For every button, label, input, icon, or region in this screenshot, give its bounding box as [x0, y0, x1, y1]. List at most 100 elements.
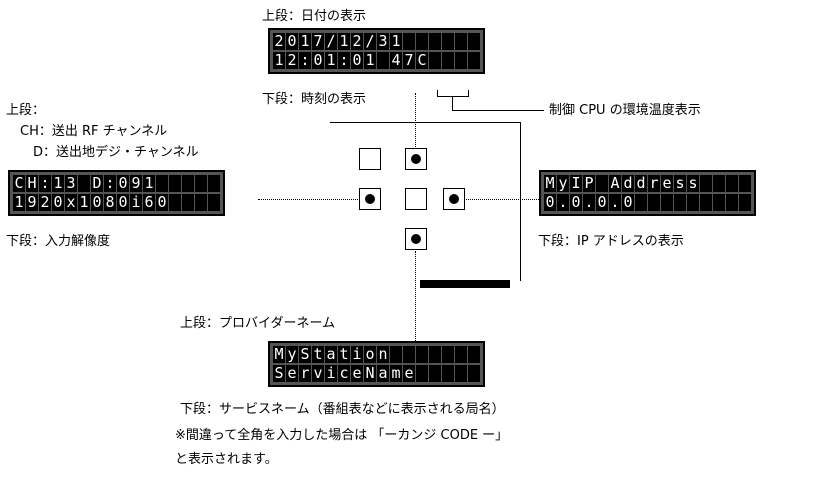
lcd-char-cell: H — [26, 175, 38, 192]
lcd-char-cell — [455, 365, 467, 382]
lcd-char-cell — [468, 365, 480, 382]
lcd-char-cell — [429, 33, 441, 50]
lcd-char-cell: e — [403, 365, 415, 382]
lcd-char-cell — [416, 346, 428, 363]
lcd-char-cell: : — [39, 175, 51, 192]
lcd-char-cell: 2 — [351, 33, 363, 50]
lcd-char-cell: o — [364, 346, 376, 363]
lcd-char-cell — [635, 194, 647, 211]
lcd-char-cell: 2 — [39, 194, 51, 211]
lcd-char-cell: S — [299, 346, 311, 363]
lcd-char-cell: A — [609, 175, 621, 192]
lcd-char-cell — [442, 33, 454, 50]
connector-right — [466, 199, 539, 200]
lcd-char-cell: 1 — [143, 175, 155, 192]
lcd-char-cell: 1 — [338, 33, 350, 50]
lcd-char-cell: 1 — [390, 33, 402, 50]
lcd-char-cell: : — [299, 52, 311, 69]
lcd-char-cell: s — [674, 175, 686, 192]
lcd-char-cell: M — [544, 175, 556, 192]
lcd-char-cell — [403, 33, 415, 50]
lcd-char-cell: e — [286, 365, 298, 382]
lcd-char-cell: c — [338, 365, 350, 382]
temperature-label: 制御 CPU の環境温度表示 — [549, 103, 701, 118]
lcd-char-cell: 0 — [312, 52, 324, 69]
lcd-char-cell — [713, 175, 725, 192]
lcd-char-cell: D — [91, 175, 103, 192]
lcd-char-cell — [182, 175, 194, 192]
lcd-char-cell: s — [687, 175, 699, 192]
lcd-char-cell: 1 — [52, 175, 64, 192]
lcd-char-cell: 0 — [91, 194, 103, 211]
top-lcd-upper-label: 上段：日付の表示 — [262, 9, 367, 24]
connector-up — [415, 93, 416, 149]
lcd-char-cell: C — [13, 175, 25, 192]
lcd-char-cell — [713, 194, 725, 211]
lcd-char-cell — [739, 175, 751, 192]
lcd-char-cell: 0 — [117, 175, 129, 192]
lcd-char-cell — [700, 175, 712, 192]
lcd-char-cell: : — [338, 52, 350, 69]
lcd-char-cell: e — [661, 175, 673, 192]
lcd-char-cell: a — [377, 365, 389, 382]
lcd-char-cell — [416, 33, 428, 50]
temp-leader-vertical — [452, 96, 453, 110]
left-button — [359, 188, 381, 210]
lcd-char-cell: r — [299, 365, 311, 382]
lcd-char-cell: 0 — [570, 194, 582, 211]
lcd-char-cell — [195, 194, 207, 211]
bottom-lcd-upper-label: 上段：プロバイダーネーム — [180, 316, 336, 331]
lcd-char-cell: i — [325, 365, 337, 382]
lcd-char-cell: . — [609, 194, 621, 211]
lcd-char-cell: 1 — [325, 52, 337, 69]
top-lcd-lower-label: 下段：時刻の表示 — [262, 92, 367, 107]
lcd-char-cell — [208, 175, 220, 192]
lcd-char-cell: 0 — [351, 52, 363, 69]
lcd-char-cell — [661, 194, 673, 211]
lcd-char-cell: d — [622, 175, 634, 192]
lcd-char-cell — [674, 194, 686, 211]
lcd-char-cell — [195, 175, 207, 192]
lcd-char-cell — [156, 175, 168, 192]
lcd-char-cell — [455, 33, 467, 50]
lcd-char-cell: 2 — [286, 52, 298, 69]
zenkaku-warning-line-2: と表示されます。 — [175, 452, 278, 467]
lcd-char-cell: . — [557, 194, 569, 211]
lcd-char-cell — [468, 52, 480, 69]
lcd-char-cell: 0 — [52, 194, 64, 211]
lcd-char-cell — [455, 52, 467, 69]
lcd-char-cell — [390, 346, 402, 363]
lcd-char-cell: t — [338, 346, 350, 363]
lcd-char-cell: t — [312, 346, 324, 363]
left-lcd-lower-label: 下段：入力解像度 — [6, 234, 111, 249]
lcd-char-cell — [739, 194, 751, 211]
lcd-char-cell — [169, 194, 181, 211]
lcd-char-cell: 0 — [544, 194, 556, 211]
connector-left — [258, 199, 360, 200]
top-left-button — [359, 148, 381, 170]
lcd-char-cell: 1 — [13, 194, 25, 211]
lcd-char-cell: / — [364, 33, 376, 50]
left-lcd-d-description: D：送出地デジ・チャンネル — [33, 145, 199, 160]
lcd-char-cell: 3 — [65, 175, 77, 192]
lcd-char-cell — [442, 365, 454, 382]
lcd-char-cell: 0 — [622, 194, 634, 211]
lcd-char-cell — [429, 365, 441, 382]
lcd-char-cell: 8 — [104, 194, 116, 211]
left-lcd-ch-description: CH：送出 RF チャンネル — [20, 124, 168, 139]
left-lcd-upper-label: 上段： — [6, 103, 46, 118]
lcd-char-cell — [596, 175, 608, 192]
lcd-char-cell — [403, 346, 415, 363]
lcd-char-cell: 1 — [299, 33, 311, 50]
right-button — [443, 188, 465, 210]
lcd-char-cell — [455, 346, 467, 363]
lcd-char-cell — [429, 346, 441, 363]
lcd-char-cell — [726, 194, 738, 211]
